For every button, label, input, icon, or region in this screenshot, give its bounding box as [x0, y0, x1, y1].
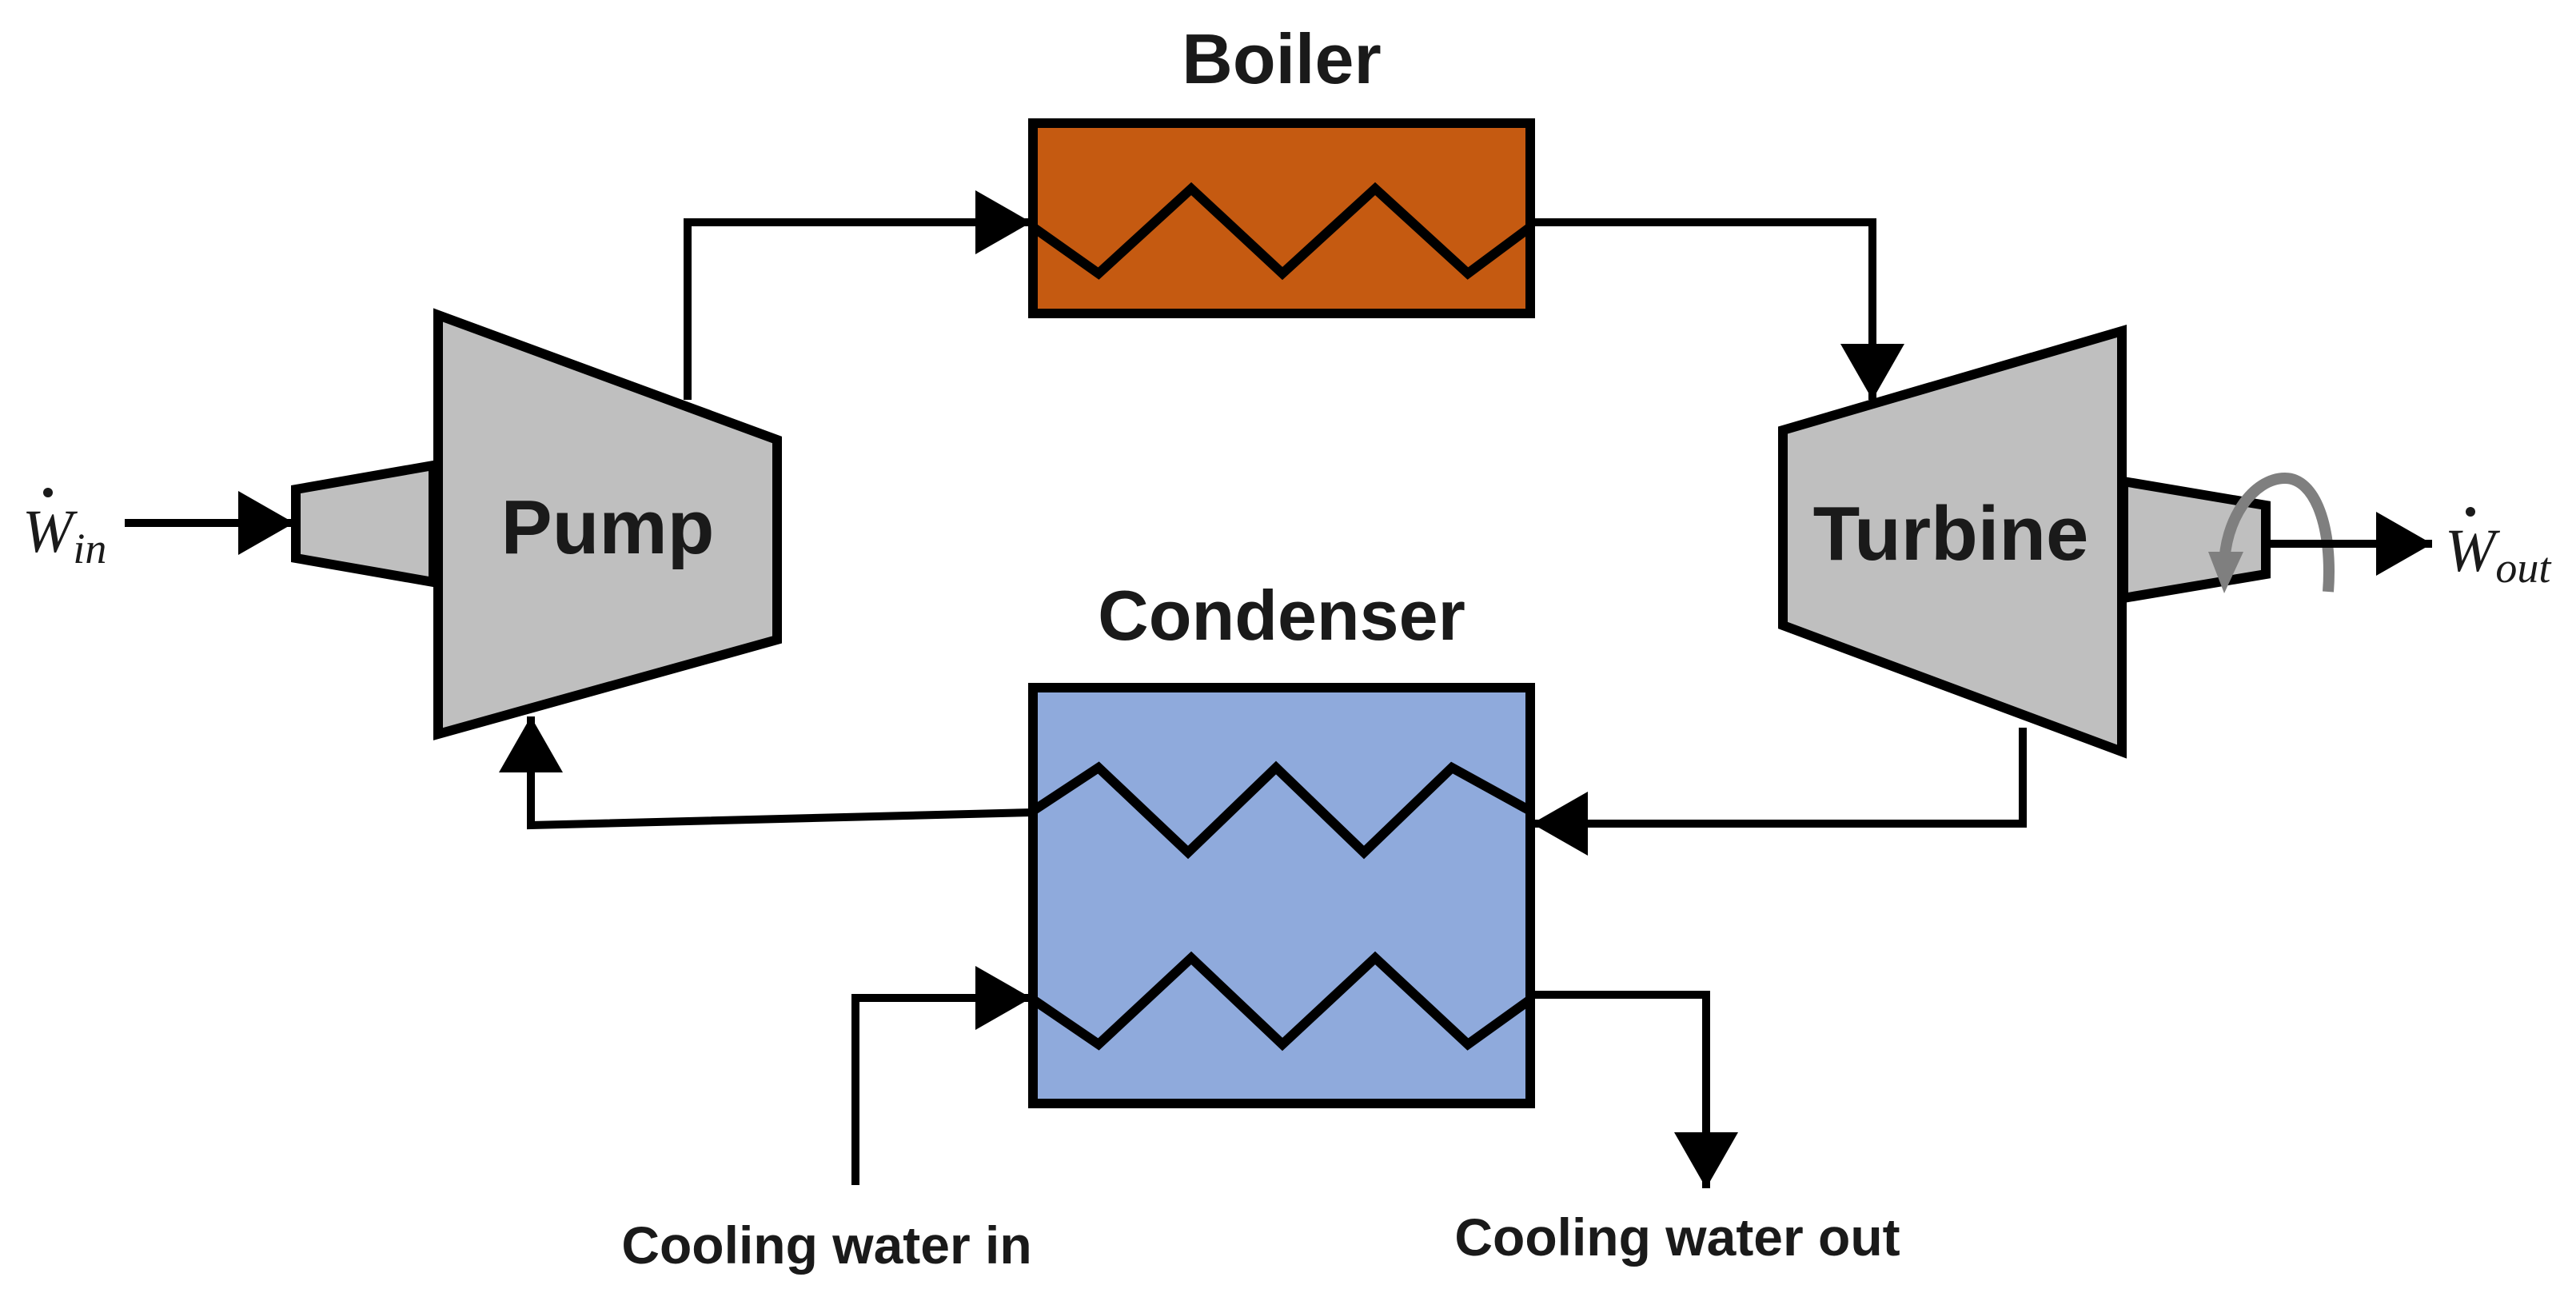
- boiler-coil: [1030, 182, 1533, 281]
- cooling-water-out-label: Cooling water out: [1454, 1207, 1900, 1267]
- pump: [291, 308, 782, 740]
- boiler-label: Boiler: [1182, 19, 1381, 98]
- rotation-arrow-icon: [2219, 472, 2335, 593]
- turbine: [1778, 324, 2271, 759]
- work-out-dot: [2466, 507, 2475, 517]
- work-in-subscript: in: [73, 525, 106, 573]
- work-in-label: Win: [22, 488, 106, 573]
- pump-to-boiler-line: [684, 190, 1031, 400]
- svg-text:Win: Win: [22, 498, 106, 573]
- condenser-to-pump-line: [499, 716, 1034, 830]
- pump-label: Pump: [501, 485, 715, 570]
- turbine-to-condenser-line: [1532, 728, 2027, 856]
- condenser-working-fluid-coil: [1030, 760, 1533, 860]
- boiler: [1028, 118, 1535, 318]
- boiler-box: [1028, 118, 1535, 318]
- condenser-cooling-water-coil: [1030, 951, 1533, 1052]
- work-out-subscript: out: [2495, 544, 2552, 592]
- pump-body: [433, 308, 782, 740]
- work-in-symbol: W: [22, 498, 78, 565]
- rotation-arrowhead-icon: [2208, 552, 2243, 593]
- work-out-label: Wout: [2445, 507, 2552, 592]
- cooling-water-in-label: Cooling water in: [621, 1215, 1031, 1275]
- work-in-dot: [43, 488, 53, 497]
- svg-text:Wout: Wout: [2445, 517, 2552, 592]
- cooling-water-out-line: [1530, 991, 1738, 1188]
- pump-shaft: [291, 459, 438, 589]
- turbine-body: [1778, 324, 2127, 759]
- boiler-to-turbine-line: [1530, 218, 1904, 400]
- condenser-label: Condenser: [1098, 576, 1465, 655]
- work-out-symbol: W: [2445, 517, 2501, 585]
- cooling-water-in-line: [851, 966, 1031, 1185]
- condenser: [1028, 683, 1535, 1108]
- turbine-label: Turbine: [1813, 491, 2089, 577]
